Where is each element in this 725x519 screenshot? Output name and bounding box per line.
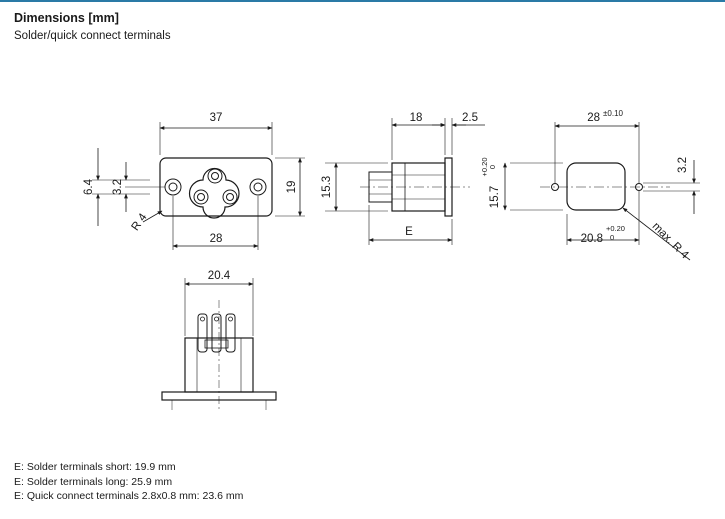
note-solder-long: E: Solder terminals long: 25.9 mm	[14, 475, 173, 488]
page-title: Dimensions [mm]	[14, 11, 119, 25]
dim-label-hole-3-2: 3.2	[677, 157, 689, 173]
mounting-hole-right-inner	[253, 182, 263, 192]
dim-label-20-8: 20.8	[581, 233, 603, 245]
dim-label-E: E	[405, 226, 413, 238]
dim-label-15-7: 15.7	[489, 186, 501, 208]
max-radius-leader	[622, 207, 691, 261]
front-view	[92, 122, 305, 250]
note-quick-connect: E: Quick connect terminals 2.8x0.8 mm: 2…	[14, 490, 244, 502]
dim-tol-15-7-plus: +0.20	[480, 158, 489, 177]
mounting-hole-left	[164, 178, 182, 196]
side-view	[325, 118, 485, 245]
radius-label: R 4	[129, 211, 149, 233]
dim-tol-20-8-zero: 0	[610, 233, 614, 242]
mounting-hole-left-inner	[168, 182, 178, 192]
header-rule	[0, 0, 725, 2]
contact-right	[222, 189, 238, 205]
dim-label-6-4: 6.4	[83, 178, 95, 195]
contact-top	[207, 168, 223, 184]
radius-leader	[142, 210, 163, 223]
bottom-terminal-middle	[211, 313, 222, 353]
contact-left-inner	[197, 193, 205, 201]
dim-label-28: 28	[210, 233, 223, 245]
dim-label-3-2: 3.2	[112, 179, 124, 195]
max-radius-label: max. R 4	[650, 220, 691, 261]
bottom-view	[161, 278, 277, 412]
dim-tol-cutout-28: ±0.10	[603, 109, 624, 118]
socket-outline	[188, 167, 240, 219]
dim-label-20-4: 20.4	[208, 270, 231, 282]
bottom-terminal-right	[225, 313, 236, 353]
dim-label-2-5: 2.5	[462, 112, 478, 124]
dim-tol-15-7-zero: 0	[488, 165, 497, 169]
dim-tol-20-8-plus: +0.20	[606, 224, 625, 233]
contact-right-inner	[226, 193, 234, 201]
notes: E: Solder terminals short: 19.9 mm E: So…	[14, 460, 243, 504]
cutout-outline	[566, 162, 626, 211]
bottom-terminal-left	[197, 313, 208, 353]
contact-left	[193, 189, 209, 205]
cutout-view	[503, 122, 700, 261]
dim-label-cutout-28: 28	[587, 112, 600, 124]
contact-top-inner	[211, 172, 219, 180]
dim-label-37: 37	[210, 112, 223, 124]
mounting-hole-right	[249, 178, 267, 196]
dim-label-18: 18	[410, 112, 423, 124]
dim-label-19: 19	[286, 181, 298, 194]
page-subtitle: Solder/quick connect terminals	[14, 30, 171, 42]
note-solder-short: E: Solder terminals short: 19.9 mm	[14, 461, 176, 473]
dim-label-15-3: 15.3	[321, 176, 333, 198]
